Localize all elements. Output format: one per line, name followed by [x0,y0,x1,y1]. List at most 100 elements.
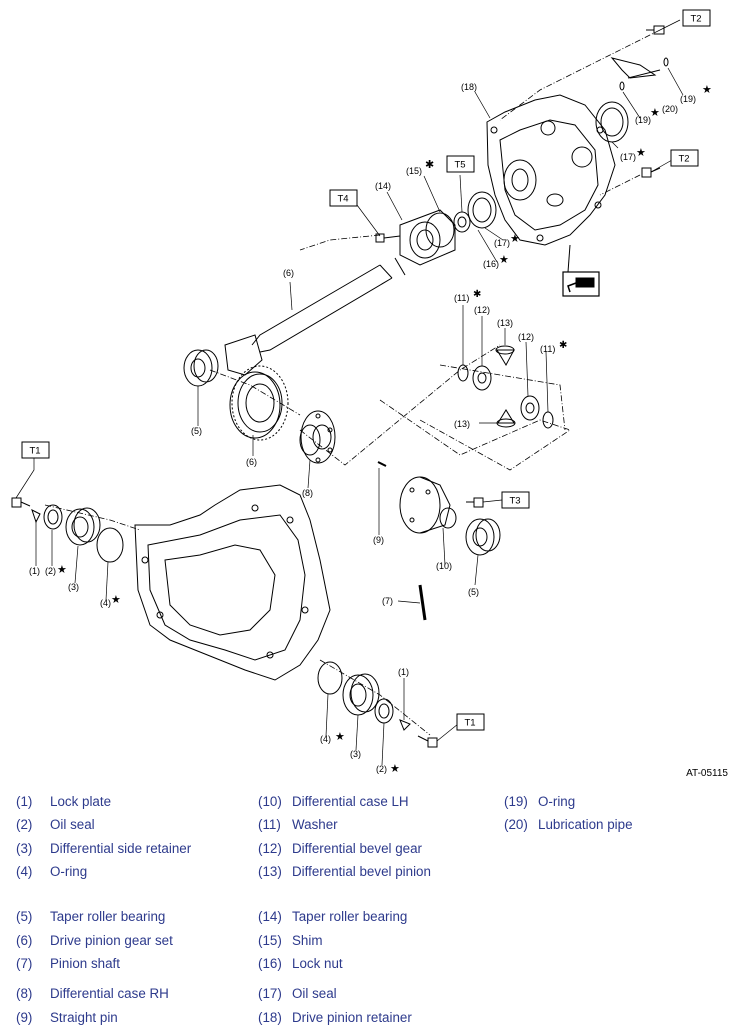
callout-11b: (11) [540,344,555,354]
legend-item: (18) Drive pinion retainer [258,1010,412,1025]
washer-11b [542,411,554,429]
differential-case-rh [299,410,336,464]
taper-roller-bearing-14 [399,209,456,266]
callout-7: (7) [382,596,393,606]
callout-8: (8) [302,488,313,498]
callout-12a: (12) [474,305,490,315]
legend-number: (2) [16,817,33,832]
legend-number: (13) [258,864,282,879]
callout-14: (14) [375,181,391,191]
torque-t1-right: T1 [464,718,475,729]
callout-4a: (4) [100,598,111,608]
asterisk-11b: ✱ [559,340,567,351]
star-19b: ★ [650,107,660,119]
callout-18: (18) [461,82,477,92]
torque-t3: T3 [509,496,520,507]
callout-17a: (17) [620,152,636,162]
lubrication-pipe [610,57,657,79]
bolt-t1-right [417,735,438,748]
legend-number: (5) [16,909,33,924]
legend-item: (16) Lock nut [258,956,343,971]
legend-label: Shim [292,933,323,948]
legend-number: (6) [16,933,33,948]
star-16: ★ [499,254,509,266]
legend-item: (1)Lock plate [16,794,111,809]
callout-17b: (17) [494,238,510,248]
callout-10: (10) [436,561,452,571]
legend-label: Taper roller bearing [292,909,408,924]
legend-item: (13)Differential bevel pinion [258,864,431,879]
legend-number: (19) [504,794,528,809]
torque-t5: T5 [454,160,465,171]
torque-boxes: T2 T2 T5 T4 T3 T1 T1 [21,9,711,731]
straight-pin [377,461,387,467]
callout-1a: (1) [29,566,40,576]
legend-label: Oil seal [50,817,95,832]
legend-item: (10)Differential case LH [258,794,409,809]
legend-label: O-ring [538,794,576,809]
legend-label: Lock nut [292,956,343,971]
bolt-t2-top [646,25,665,35]
bolt-t1-left [11,497,31,508]
legend-item: (15)Shim [258,933,323,948]
legend-item: (9)Straight pin [16,1010,118,1025]
bolt-t3 [466,497,484,508]
legend-label: Lubrication pipe [538,817,633,832]
legend-label: Drive pinion gear set [50,933,173,948]
legend-number: (10) [258,794,282,809]
star-2a: ★ [57,564,67,576]
legend-item: (14)Taper roller bearing [258,909,407,924]
legend-label: Drive pinion retainer [292,1010,412,1025]
legend-number: (12) [258,841,282,856]
callout-1b: (1) [398,667,409,677]
taper-roller-bearing-5b [465,518,501,556]
lock-plate-1b [399,719,411,731]
callout-5a: (5) [191,426,202,436]
legend-number: (18) [258,1010,282,1025]
legend-item: (6) Drive pinion gear set [16,933,173,948]
torque-t4: T4 [337,194,348,205]
legend-item: (4)O-ring [16,864,87,879]
legend-number: (17) [258,986,282,1001]
marks: ★ ★ ★ ✱ ★ ★ ✱ ✱ ★ ★ ★ ★ [57,84,712,775]
exploded-view-diagram: T2 T2 T5 T4 T3 T1 T1 (18) (19) (20) (19)… [11,9,712,775]
legend-item: (3)Differential side retainer [16,841,191,856]
legend-label: Pinion shaft [50,956,120,971]
callout-6a: (6) [283,268,294,278]
transmission-case [134,484,331,681]
legend-item: (17) Oil seal [258,986,337,1001]
oil-seal-17b [467,191,497,229]
legend-number: (3) [16,841,33,856]
legend-label: Straight pin [50,1010,118,1025]
callout-19a: (19) [680,94,696,104]
callout-5b: (5) [468,587,479,597]
legend-number: (16) [258,956,282,971]
bolt-t2-right [641,167,661,178]
asterisk-15: ✱ [425,159,434,171]
o-ring-19b [663,57,669,67]
legend-number: (1) [16,794,33,809]
legend-item: (8)Differential case RH [16,986,169,1001]
washer-11a [457,364,469,382]
callout-9: (9) [373,535,384,545]
bolt-t4 [375,233,401,243]
side-retainer-3b [342,673,380,716]
callouts: (18) (19) (20) (19) (17) (15) (14) (17) … [29,82,696,774]
figure-id: AT-05115 [686,768,728,779]
assembly-lines [44,29,661,736]
legend-label: Oil seal [292,986,337,1001]
differential-case-lh [399,476,457,534]
callout-4b: (4) [320,734,331,744]
o-ring-19a [619,81,625,91]
legend-item: (12)Differential bevel gear [258,841,422,856]
legend-item: (5)Taper roller bearing [16,909,165,924]
legend-number: (4) [16,864,33,879]
sealant-icon [562,271,600,297]
bevel-pinion-13a [495,345,515,367]
pinion-shaft [418,584,427,621]
star-4b: ★ [335,731,345,743]
side-retainer-3a [65,507,101,546]
legend-item: (7)Pinion shaft [16,956,120,971]
legend-item: (11)Washer [258,817,338,832]
callout-20: (20) [662,104,678,114]
